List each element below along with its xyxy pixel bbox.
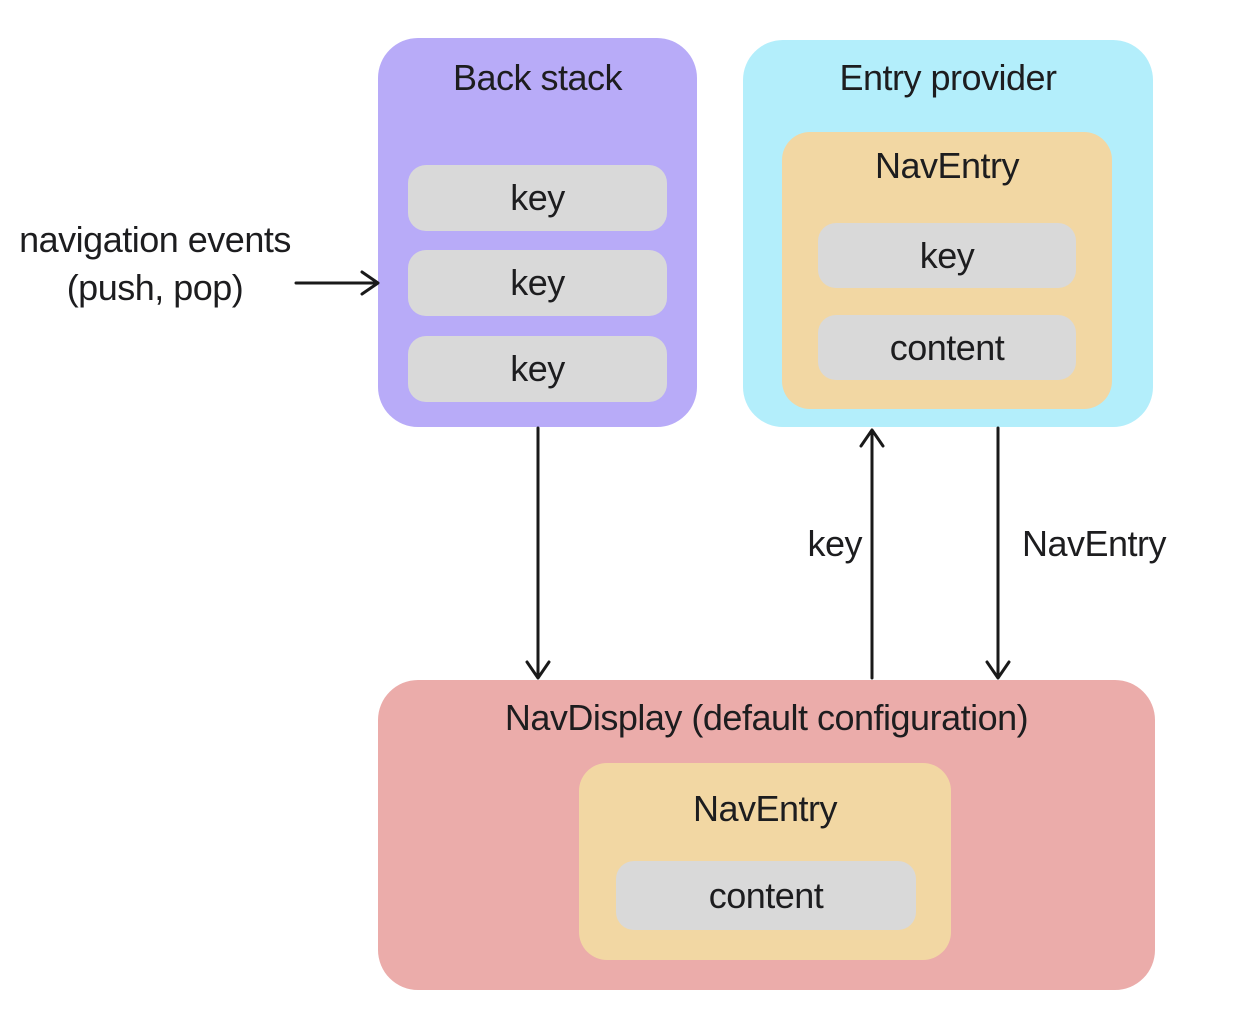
entry-provider-box: Entry provider NavEntry key content	[743, 40, 1153, 427]
nav-entry-title: NavEntry	[874, 145, 1020, 186]
nav-display-box: NavDisplay (default configuration) NavEn…	[378, 680, 1155, 990]
nav-entry-content-pill: content	[616, 861, 916, 930]
navigation-events-label: navigation events (push, pop)	[5, 216, 305, 312]
arrow-label-naventry: NavEntry	[1022, 523, 1167, 564]
nav-entry-title: NavEntry	[692, 788, 838, 829]
entry-provider-title: Entry provider	[839, 57, 1057, 98]
navigation-events-line1: navigation events	[19, 219, 291, 260]
arrow-backstack-to-navdisplay	[525, 426, 551, 680]
nav-entry-content-pill: content	[818, 315, 1076, 380]
arrow-navigation-events-to-backstack	[294, 270, 380, 296]
arrow-naventry-entryprovider-to-navdisplay	[985, 426, 1011, 680]
arrow-label-key: key	[807, 523, 862, 564]
nav-display-nav-entry-box: NavEntry content	[579, 763, 951, 960]
back-stack-key-pill: key	[408, 250, 667, 316]
back-stack-key-pill: key	[408, 165, 667, 231]
back-stack-key-pill: key	[408, 336, 667, 402]
arrow-key-navdisplay-to-entryprovider	[859, 428, 885, 680]
nav-entry-key-pill: key	[818, 223, 1076, 288]
nav-display-title: NavDisplay (default configuration)	[504, 697, 1029, 738]
navigation-events-line2: (push, pop)	[66, 267, 244, 308]
back-stack-box: Back stack key key key	[378, 38, 697, 427]
back-stack-title: Back stack	[452, 57, 623, 98]
entry-provider-nav-entry-box: NavEntry key content	[782, 132, 1112, 409]
